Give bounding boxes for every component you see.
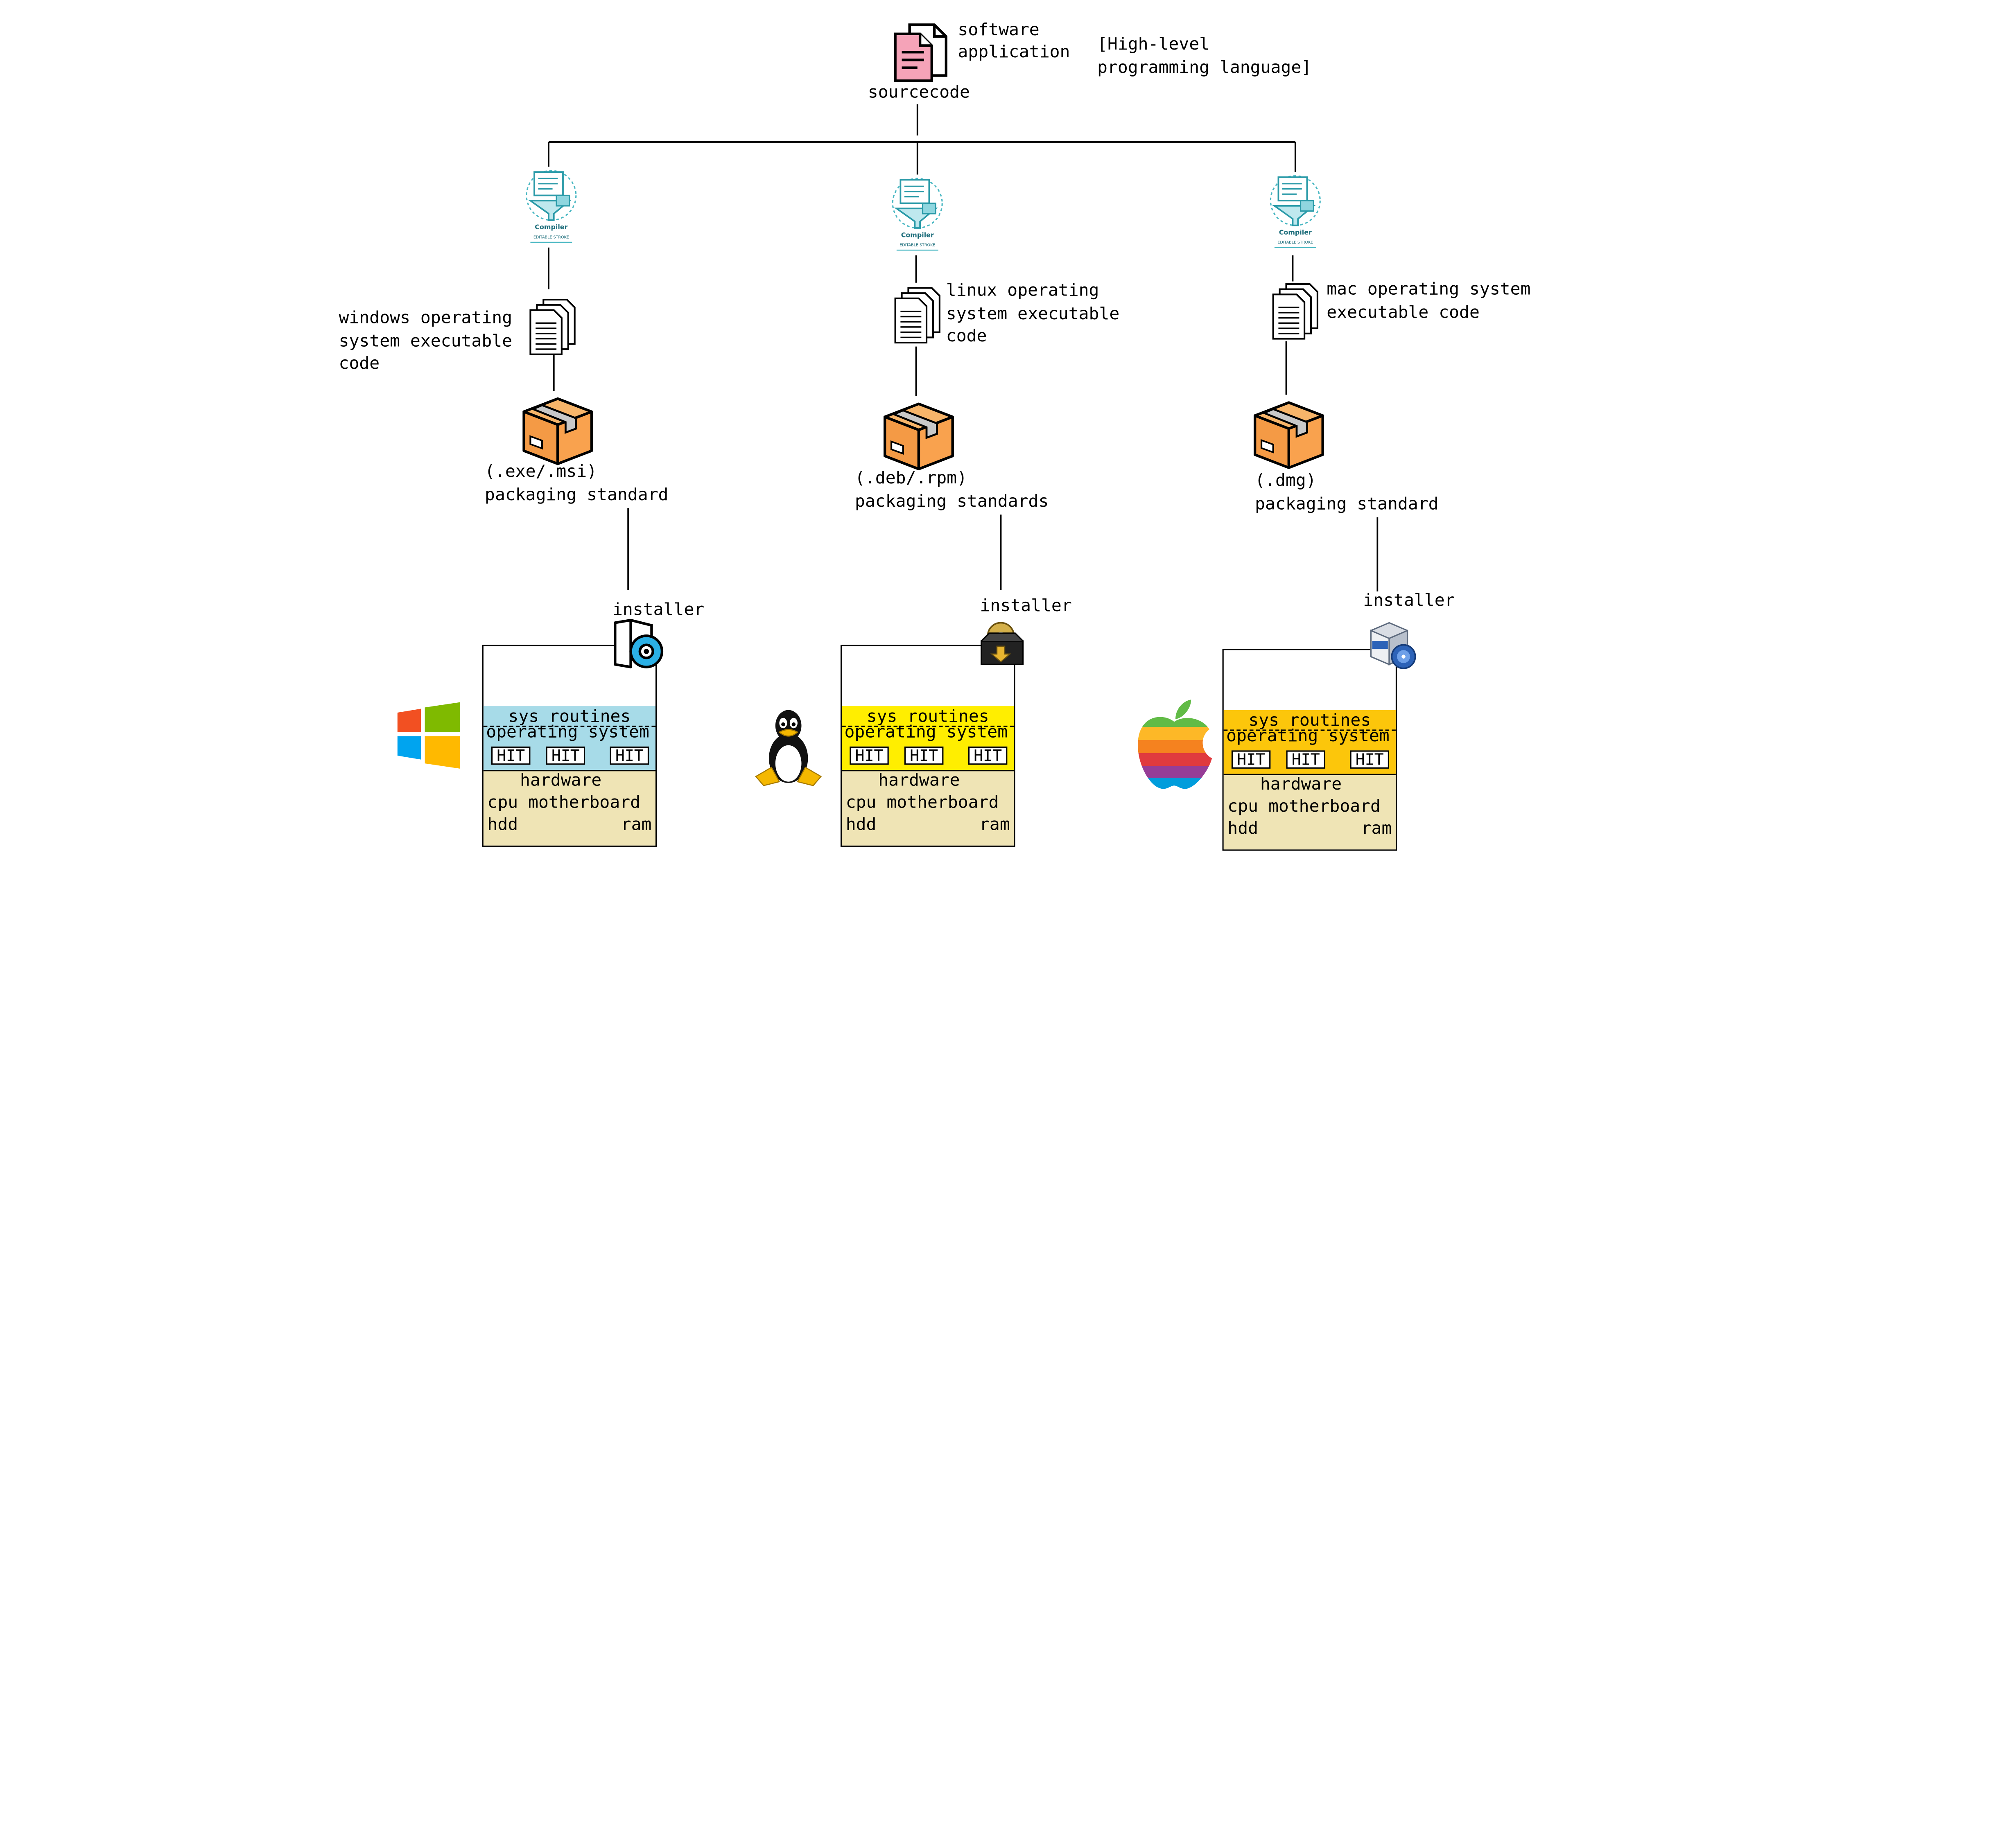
language-label-line1: [High-level	[1097, 35, 1210, 55]
hit-box: HIT	[546, 746, 585, 765]
hardware-label: hardware	[878, 771, 960, 791]
compiler-name: Compiler	[535, 223, 567, 231]
hit-box: HIT	[1231, 750, 1271, 769]
mac-pkg-line2: packaging standard	[1255, 495, 1439, 515]
hdd-label: hdd	[487, 815, 518, 835]
linux-hardware-layer: hardware cpu motherboard hdd ram	[842, 770, 1014, 846]
ram-label: ram	[979, 815, 1010, 835]
package-installer-icon	[1370, 622, 1416, 669]
hdd-label: hdd	[845, 815, 877, 835]
sourcecode-label: sourcecode	[868, 83, 970, 103]
mac-hardware-layer: hardware cpu motherboard hdd ram	[1223, 774, 1396, 850]
operating-system-label: operating system	[1226, 727, 1390, 747]
compiler-caption: EDITABLE STROKE	[900, 243, 935, 248]
package-box-icon	[522, 397, 593, 465]
linux-installer-label: installer	[980, 596, 1072, 616]
linux-exec-line1: linux operating	[946, 281, 1099, 301]
os-divider	[842, 725, 1014, 727]
executable-docs-icon	[894, 287, 940, 344]
package-box-icon	[884, 402, 954, 471]
package-box-icon	[1253, 401, 1324, 469]
windows-logo	[397, 702, 460, 769]
windows-exec-line2: system executable	[339, 332, 513, 352]
compiler-icon: Compiler EDITABLE STROKE	[526, 170, 577, 243]
ram-label: ram	[621, 815, 652, 835]
hit-box: HIT	[968, 746, 1008, 765]
apple-logo	[1137, 700, 1212, 789]
compiler-icon: Compiler EDITABLE STROKE	[1270, 175, 1321, 248]
box-installer-icon	[981, 622, 1024, 665]
cd-installer-icon	[614, 618, 664, 668]
compiler-caption: EDITABLE STROKE	[533, 235, 569, 239]
windows-hardware-layer: hardware cpu motherboard hdd ram	[483, 770, 655, 846]
mac-os-layer: sys routines operating system HIT HIT HI…	[1223, 710, 1396, 774]
executable-docs-icon	[529, 298, 576, 355]
compiler-name: Compiler	[1279, 228, 1312, 236]
sys-routines-label: sys routines	[508, 707, 631, 727]
linux-exec-line3: code	[946, 327, 987, 347]
cpu-motherboard-label: cpu motherboard	[845, 793, 999, 813]
application-label: application	[958, 43, 1070, 63]
compiler-icon: Compiler EDITABLE STROKE	[892, 178, 943, 251]
operating-system-label: operating system	[844, 723, 1008, 743]
sys-routines-label: sys routines	[1248, 711, 1371, 731]
windows-pkg-line1: (.exe/.msi)	[485, 462, 597, 482]
mac-pkg-line1: (.dmg)	[1255, 472, 1316, 491]
operating-system-label: operating system	[486, 723, 649, 743]
linux-system-stack: sys routines operating system HIT HIT HI…	[840, 645, 1015, 847]
sys-routines-label: sys routines	[866, 707, 989, 727]
os-divider	[1223, 729, 1396, 731]
linux-os-layer: sys routines operating system HIT HIT HI…	[842, 706, 1014, 770]
source-file-icon	[894, 23, 947, 82]
mac-exec-line1: mac operating system	[1327, 280, 1531, 300]
hit-box: HIT	[904, 746, 944, 765]
executable-docs-icon	[1272, 283, 1318, 340]
hit-box: HIT	[1350, 750, 1389, 769]
hit-box: HIT	[850, 746, 889, 765]
windows-pkg-line2: packaging standard	[485, 486, 669, 506]
compiler-caption: EDITABLE STROKE	[1277, 240, 1313, 245]
windows-system-stack: sys routines operating system HIT HIT HI…	[482, 645, 657, 847]
mac-exec-line2: executable code	[1327, 303, 1480, 323]
windows-os-layer: sys routines operating system HIT HIT HI…	[483, 706, 655, 770]
windows-exec-line3: code	[339, 354, 380, 374]
ram-label: ram	[1361, 819, 1392, 839]
software-label: software	[958, 20, 1040, 41]
linux-pkg-line1: (.deb/.rpm)	[854, 469, 967, 489]
language-label-line2: programming language]	[1097, 59, 1312, 78]
os-divider	[483, 725, 655, 727]
windows-installer-label: installer	[612, 600, 705, 621]
mac-installer-label: installer	[1363, 591, 1455, 611]
linux-pkg-line2: packaging standards	[854, 492, 1049, 512]
hdd-label: hdd	[1227, 819, 1259, 839]
hit-box: HIT	[491, 746, 531, 765]
linux-tux-logo	[755, 710, 822, 786]
hit-box: HIT	[610, 746, 649, 765]
hardware-label: hardware	[1260, 775, 1342, 795]
hit-box: HIT	[1286, 750, 1326, 769]
linux-exec-line2: system executable	[946, 305, 1120, 325]
cpu-motherboard-label: cpu motherboard	[1227, 797, 1381, 817]
windows-exec-line1: windows operating	[339, 309, 513, 329]
cpu-motherboard-label: cpu motherboard	[487, 793, 641, 813]
compiler-name: Compiler	[901, 231, 934, 239]
mac-system-stack: sys routines operating system HIT HIT HI…	[1222, 649, 1397, 851]
hardware-label: hardware	[520, 771, 602, 791]
